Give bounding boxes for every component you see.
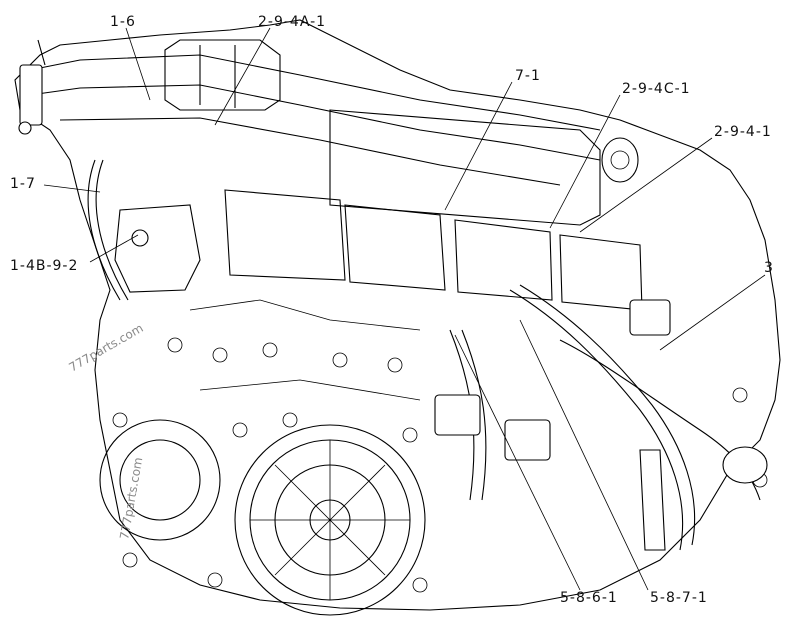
callout-5-8-6-1: 5-8-6-1 [560,590,618,606]
callout-2-9-4a-1: 2-9-4A-1 [258,14,326,30]
watermark-text: 777parts.com [67,321,146,375]
callout-7-1: 7-1 [515,68,541,84]
watermarks: 777parts.com 777parts.com [67,321,146,541]
leader-lines [43,27,766,591]
callout-1-4b-9-2: 1-4B-9-2 [10,258,78,274]
callout-1-6: 1-6 [110,14,136,30]
callout-3: 3 [764,260,774,276]
callout-2-9-4-1: 2-9-4-1 [714,124,772,140]
engine-drawing [14,19,781,616]
callout-1-7: 1-7 [10,176,36,192]
callout-labels: 1-6 2-9-4A-1 7-1 2-9-4C-1 2-9-4-1 1-7 1-… [10,14,774,606]
callout-5-8-7-1: 5-8-7-1 [650,590,708,606]
callout-2-9-4c-1: 2-9-4C-1 [622,81,691,97]
